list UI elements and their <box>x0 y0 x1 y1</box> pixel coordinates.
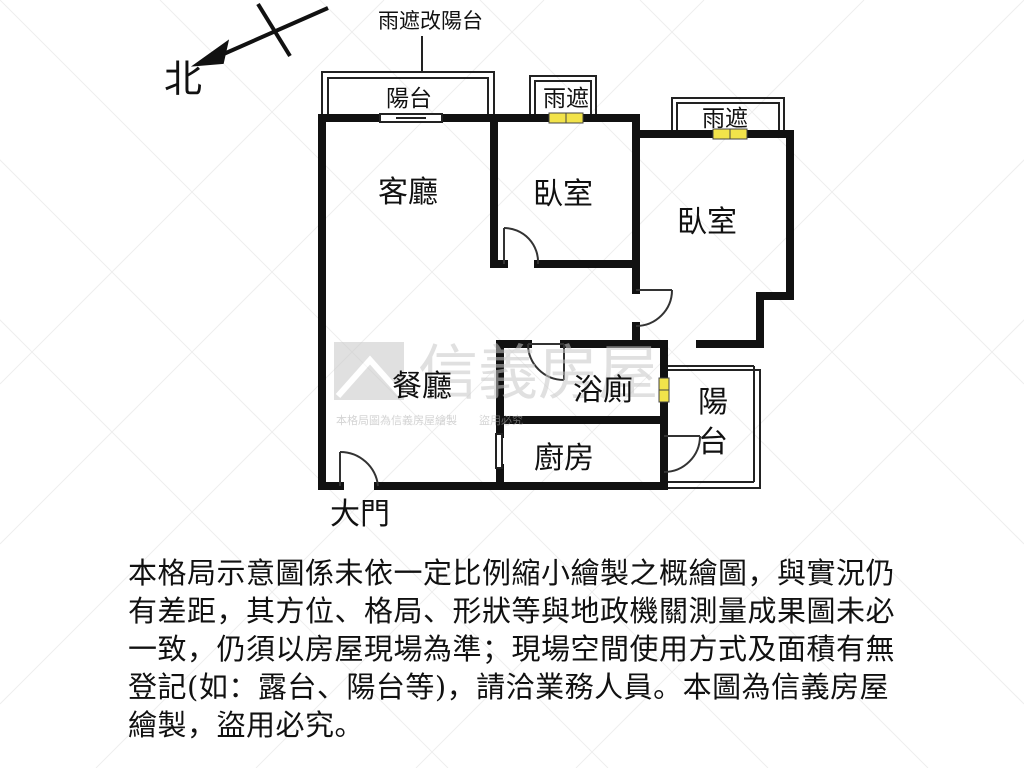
canopy-window-markers <box>548 112 748 403</box>
label-bedroom-2: 臥室 <box>677 205 737 240</box>
room-labels: 雨遮改陽台 陽台 雨遮 雨遮 客廳 臥室 臥室 餐廳 浴廁 廚房 陽 台 大門 <box>330 9 748 532</box>
label-bedroom-1: 臥室 <box>533 177 593 212</box>
label-kitchen: 廚房 <box>534 441 594 476</box>
label-canopy-1: 雨遮 <box>543 86 589 112</box>
north-label: 北 <box>164 57 202 101</box>
watermark: 信義房屋 本格局圖為信義房屋繪製 盜用必究 <box>334 339 658 427</box>
watermark-subtext: 本格局圖為信義房屋繪製 盜用必究 <box>336 413 523 427</box>
balcony-outlines <box>321 71 785 489</box>
compass-north-arrow <box>190 2 329 67</box>
label-bathroom: 浴廁 <box>573 373 633 408</box>
disclaimer-text: 本格局示意圖係未依一定比例縮小繪製之概繪圖，與實況仍有差距，其方位、格局、形狀等… <box>128 556 896 742</box>
label-balcony-conversion: 雨遮改陽台 <box>378 9 483 33</box>
label-main-door: 大門 <box>330 497 390 532</box>
label-balcony-side-1: 陽 <box>698 385 728 420</box>
label-dining-room: 餐廳 <box>392 369 452 404</box>
door-swings <box>339 226 701 487</box>
label-living-room: 客廳 <box>378 175 438 210</box>
window-openings <box>379 113 503 469</box>
watermark-brand: 信義房屋 <box>418 339 658 409</box>
label-balcony-top: 陽台 <box>386 86 432 112</box>
label-balcony-side-2: 台 <box>698 425 728 460</box>
label-canopy-2: 雨遮 <box>702 106 748 132</box>
